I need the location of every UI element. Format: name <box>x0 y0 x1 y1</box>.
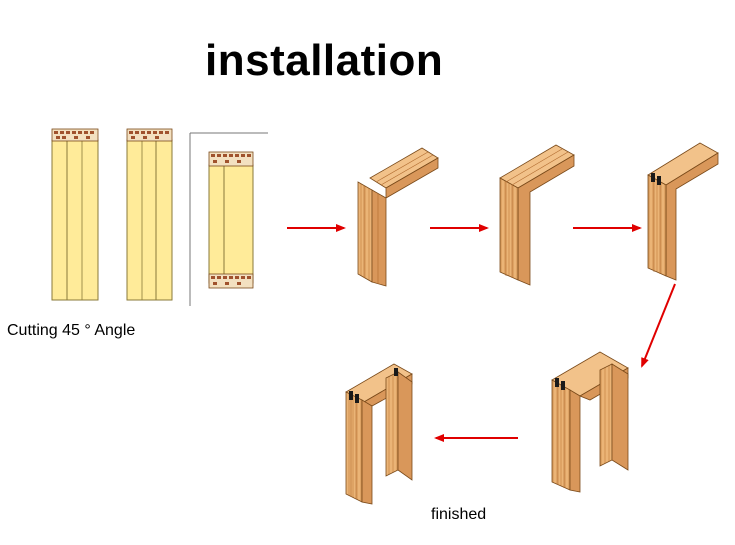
joined-corner <box>499 144 575 286</box>
cut-pieces <box>357 147 439 287</box>
arrow-4 <box>641 283 676 368</box>
finished-caption: finished <box>431 506 487 523</box>
profile-view-3 <box>189 132 268 306</box>
finished-frame <box>345 363 413 505</box>
profile-view-2 <box>126 128 173 301</box>
page-title: installation <box>205 36 444 85</box>
profile-view-1 <box>51 128 99 301</box>
cutting-caption: Cutting 45 ° Angle <box>7 322 136 339</box>
sealed-corner <box>647 142 719 281</box>
assembled-frame <box>551 351 629 493</box>
